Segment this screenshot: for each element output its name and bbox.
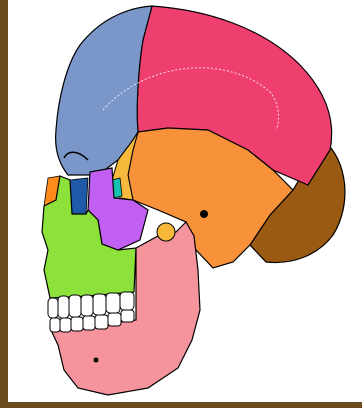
ear-canal [200, 210, 208, 218]
lacrimal-bone [70, 178, 88, 214]
condyle-process [157, 223, 175, 241]
mental-foramen [94, 358, 99, 363]
skull-diagram [8, 0, 362, 402]
